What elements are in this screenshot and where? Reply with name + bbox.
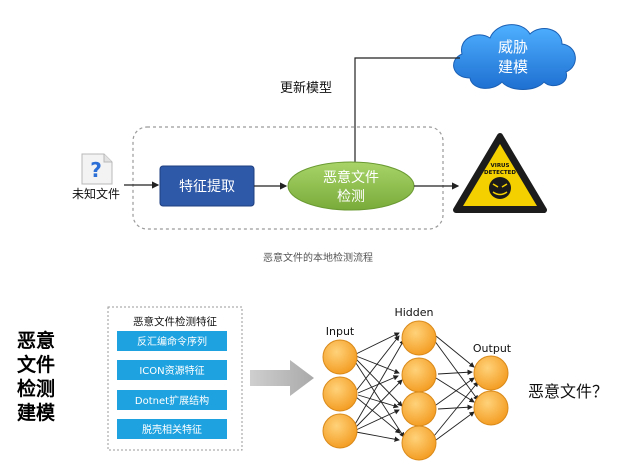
virus-warning-sign: VIRUS DETECTED xyxy=(453,133,547,213)
feature-item-icon-label: ICON资源特征 xyxy=(139,364,204,377)
malicious-question: 恶意文件？ xyxy=(528,382,608,401)
hidden-neuron xyxy=(401,425,437,461)
hidden-neuron xyxy=(401,320,437,356)
warning-text-line1: VIRUS xyxy=(491,163,510,169)
modeling-title-line2: 文件 xyxy=(17,353,55,376)
flow-arrow-gray xyxy=(250,360,314,396)
update-model-label: 更新模型 xyxy=(280,80,332,96)
nn-output-label: Output xyxy=(473,342,512,355)
hidden-neuron xyxy=(401,357,437,393)
local-flow-caption: 恶意文件的本地检测流程 xyxy=(263,251,373,264)
feature-extraction-label: 特征提取 xyxy=(179,179,235,195)
input-neuron xyxy=(322,413,358,449)
feature-item-unpack xyxy=(117,419,227,439)
nn-hidden-layer xyxy=(401,320,437,461)
output-neuron xyxy=(473,355,509,391)
feature-item-dotnet xyxy=(117,390,227,410)
warning-text-line2: DETECTED xyxy=(484,170,516,176)
output-neuron xyxy=(473,390,509,426)
detection-label-line1: 恶意文件 xyxy=(323,169,379,186)
cloud-label-line1: 威胁 xyxy=(498,38,528,56)
nn-hidden-label: Hidden xyxy=(394,306,433,319)
detection-label-line2: 检测 xyxy=(337,189,365,205)
modeling-title-line4: 建模 xyxy=(17,401,56,424)
feature-item-dotnet-label: Dotnet扩展结构 xyxy=(135,394,209,407)
feature-panel xyxy=(107,306,243,451)
threat-modeling-cloud: 威胁 建模 xyxy=(453,24,576,90)
update-model-connector xyxy=(351,57,460,170)
feature-item-icon xyxy=(117,360,227,380)
input-neuron xyxy=(322,339,358,375)
svg-text:?: ? xyxy=(90,158,102,182)
nn-output-layer xyxy=(473,355,509,426)
feature-panel-title: 恶意文件检测特征 xyxy=(133,315,217,328)
nn-input-layer xyxy=(322,339,358,449)
unknown-file-icon: ? xyxy=(81,153,113,185)
modeling-title-line1: 恶意 xyxy=(17,329,55,352)
feature-item-unpack-label: 脱壳相关特征 xyxy=(142,423,202,436)
input-neuron xyxy=(322,376,358,412)
modeling-title-line3: 检测 xyxy=(17,377,55,400)
nn-connections xyxy=(353,332,479,442)
hidden-neuron xyxy=(401,391,437,427)
modeling-title: 恶意 文件 检测 建模 xyxy=(17,329,56,424)
cloud-label-line2: 建模 xyxy=(498,58,528,76)
unknown-file-label: 未知文件 xyxy=(72,186,120,201)
local-flow-container xyxy=(132,126,444,230)
feature-item-disasm-label: 反汇编命令序列 xyxy=(137,335,207,348)
nn-input-label: Input xyxy=(326,325,355,338)
feature-item-disasm xyxy=(117,331,227,351)
